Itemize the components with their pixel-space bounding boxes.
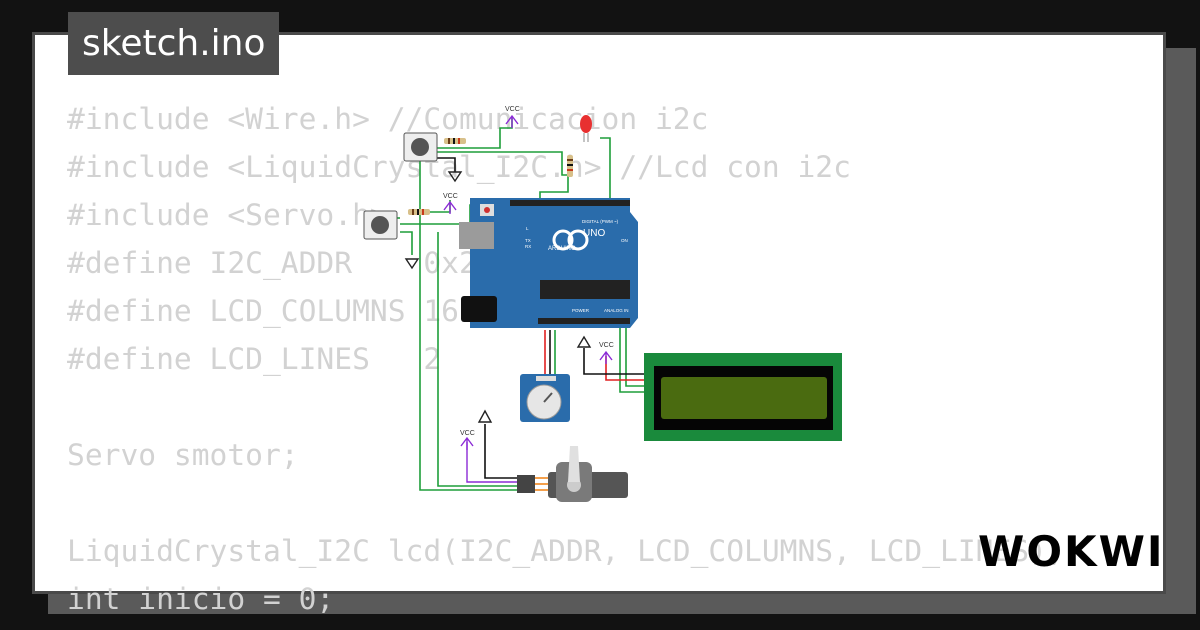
code-line: LiquidCrystal_I2C lcd(I2C_ADDR, LCD_COLU… [67,534,1065,568]
wokwi-logo: WOKWI [978,527,1163,577]
code-line: int inicio = 0; [67,582,335,616]
code-line: #define LCD_LINES 2 [67,342,442,376]
code-line: #include <LiquidCrystal_I2C.h> //Lcd con… [67,150,851,184]
code-line: #include <Wire.h> //Comunicacion i2c [67,102,709,136]
file-tab[interactable]: sketch.ino [68,12,280,75]
code-line [67,479,1065,527]
code-line: #define LCD_COLUMNS 16 [67,294,459,328]
code-line: #include <Servo.h> [67,198,388,232]
code-preview: #include <Wire.h> //Comunicacion i2c #inc… [67,95,1065,623]
code-line [67,383,1065,431]
code-line: #define I2C_ADDR 0x27 [67,246,495,280]
code-line: Servo smotor; [67,438,299,472]
code-card: #include <Wire.h> //Comunicacion i2c #inc… [32,32,1166,616]
logo-text: WOKWI [978,527,1165,576]
wokwi-logo-icon: WOKWI [978,527,1163,576]
